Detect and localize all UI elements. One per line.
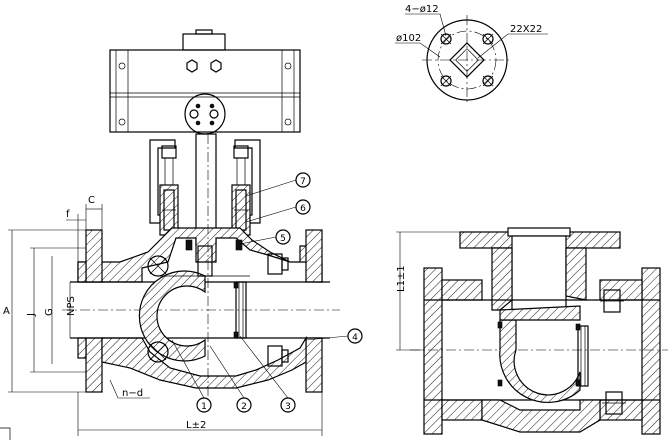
dim-c-label: C	[88, 195, 95, 206]
dim-f-label: f	[66, 209, 70, 220]
dim-l1-label: L1±1	[396, 265, 407, 292]
square-label: 22X22	[510, 24, 542, 35]
mounting-flange-view: 4−ø12 ø102 22X22	[395, 4, 548, 105]
holes-label: 4−ø12	[405, 4, 439, 15]
bolt-hole-top-left	[440, 33, 452, 45]
dim-g-label: G	[44, 308, 55, 316]
dim-a-label: A	[3, 306, 10, 317]
valve-body-section	[62, 134, 340, 400]
bolt-hole-top-right	[482, 33, 494, 45]
dim-j-label: J	[26, 313, 37, 317]
callout-4: 4	[352, 333, 358, 343]
callout-5: 5	[280, 234, 286, 244]
pneumatic-actuator	[109, 29, 301, 135]
side-section-view: L1±1	[396, 227, 668, 435]
pcd-label: ø102	[396, 33, 421, 44]
callout-2: 2	[241, 402, 247, 412]
dim-nps-label: NPS	[66, 296, 77, 316]
front-dimensions: A G J NPS C f L±2 n−d	[3, 195, 323, 436]
corner-mark	[0, 427, 11, 440]
mounting-bracket	[149, 133, 261, 247]
callout-1: 1	[201, 402, 207, 412]
bolt-hole-bottom-left	[440, 75, 452, 87]
part-callouts: 1 2 3 4 5 6 7	[171, 172, 363, 413]
callout-7: 7	[300, 177, 306, 187]
bolt-hole-bottom-right	[482, 75, 494, 87]
callout-3: 3	[285, 402, 291, 412]
dim-nd-label: n−d	[122, 388, 143, 399]
callout-6: 6	[300, 204, 306, 214]
dim-l-label: L±2	[186, 420, 206, 431]
